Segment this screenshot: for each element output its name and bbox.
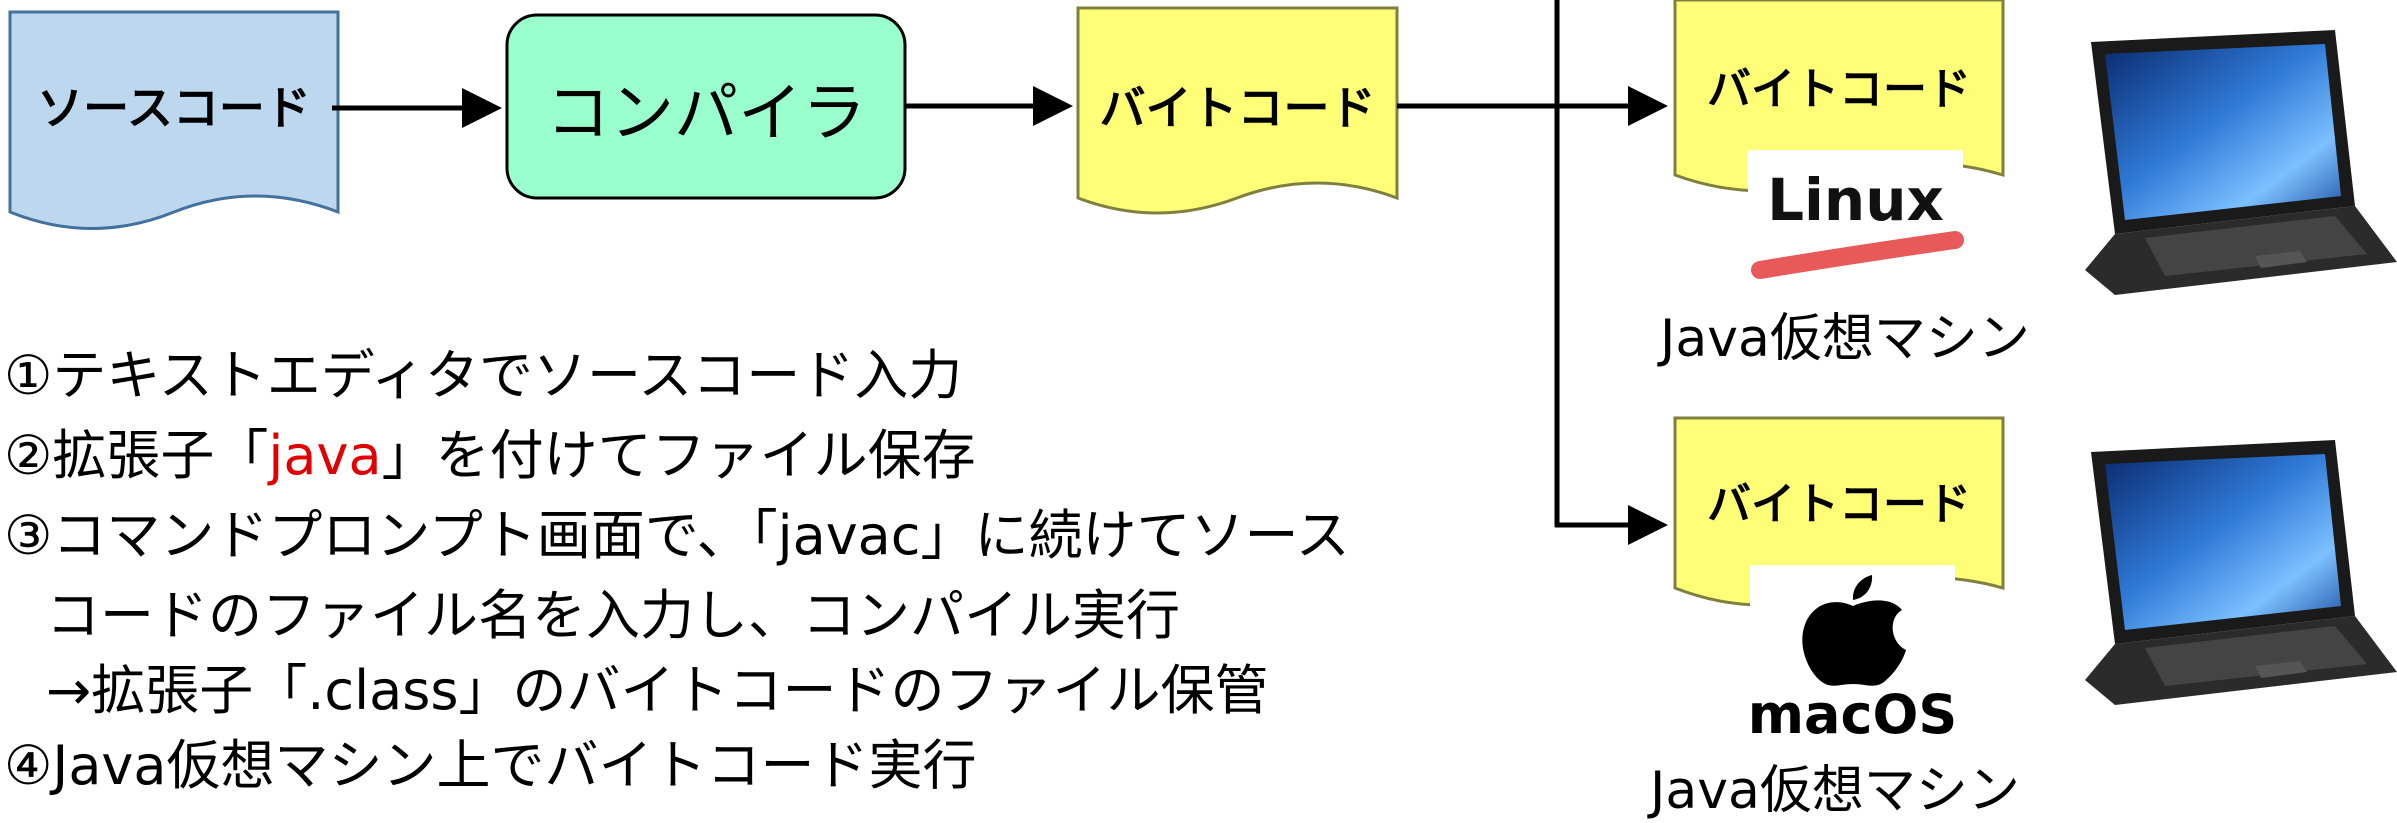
source-code-label: ソースコード <box>37 81 311 135</box>
step-2: ②拡張子「java」を付けてファイル保存 <box>4 425 976 487</box>
step-3-line-1: ③コマンドプロンプト画面で、「javac」に続けてソース <box>4 504 1350 567</box>
linux-logo <box>1748 150 1964 295</box>
step-2-suffix: 」を付けてファイル保存 <box>381 424 976 487</box>
bytecode-label: バイトコード <box>1099 81 1376 135</box>
compiler-label: コンパイラ <box>546 76 866 151</box>
vm-label-macos: Java仮想マシン <box>1650 761 2020 821</box>
step-1: ①テキストエディタでソースコード入力 <box>4 344 963 407</box>
source-code-document <box>8 10 340 230</box>
linux-logo-text: Linux <box>1767 166 1944 234</box>
step-3-line-3: →拡張子「.class」のバイトコードのファイル保管 <box>46 659 1269 722</box>
macos-logo-text: macOS <box>1747 683 1958 746</box>
step-2-prefix: ②拡張子「 <box>4 424 269 487</box>
step-2-extension-highlight: java <box>268 424 382 487</box>
vm-label-linux: Java仮想マシン <box>1660 309 2030 369</box>
target-bytecode-label-2: バイトコード <box>1707 479 1971 530</box>
step-3-line-2: コードのファイル名を入力し、コンパイル実行 <box>46 584 1180 647</box>
bytecode-document <box>1076 6 1399 215</box>
laptop-icon <box>2085 30 2397 295</box>
step-4: ④Java仮想マシン上でバイトコード実行 <box>4 734 977 797</box>
target-bytecode-label-1: バイトコード <box>1707 64 1971 115</box>
laptop-icon <box>2085 440 2397 705</box>
apple-logo-icon <box>1750 565 1955 755</box>
